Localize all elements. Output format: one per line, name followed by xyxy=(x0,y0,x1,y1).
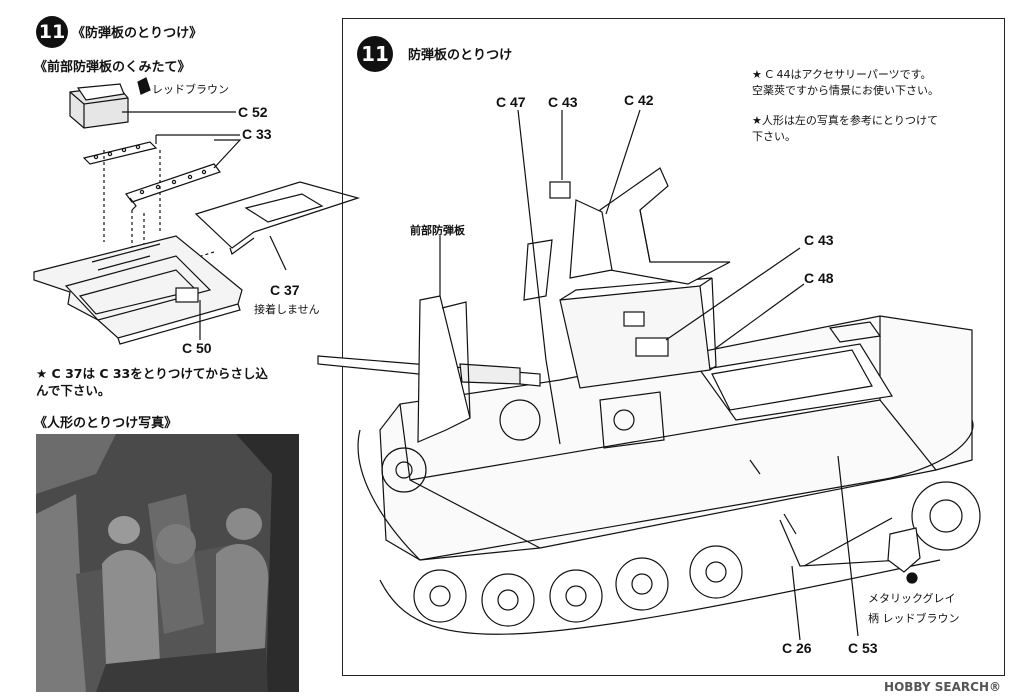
watermark-brand: HOBBY SEARCH xyxy=(884,680,989,694)
figure-photo-title: 《人形のとりつけ写真》 xyxy=(34,416,178,431)
part-label-c52: C 52 xyxy=(238,104,268,120)
part-label-c48: C 48 xyxy=(804,270,834,286)
accessory-note-line1: ★ C 44はアクセサリーパーツです。 xyxy=(752,68,932,81)
part-label-c53: C 53 xyxy=(848,640,878,656)
step-title-left: 《防弾板のとりつけ》 xyxy=(72,26,203,41)
front-armor-plate-label: 前部防弾板 xyxy=(410,224,465,237)
c37-no-glue-note: 接着しません xyxy=(254,303,320,316)
part-label-c26: C 26 xyxy=(782,640,812,656)
part-label-c50: C 50 xyxy=(182,340,212,356)
paint-note-metallic-grey: メタリックグレイ xyxy=(868,592,956,605)
main-assembly-frame xyxy=(342,18,1005,676)
part-label-c33: C 33 xyxy=(242,126,272,142)
step-number-badge-right: 11 xyxy=(357,36,393,72)
hobby-search-watermark: HOBBY SEARCH® xyxy=(884,680,1001,694)
paint-note-handle-red-brown: 柄 レッドブラウン xyxy=(868,612,960,625)
c37-instruction-line2: んで下さい。 xyxy=(36,383,111,398)
part-label-c37: C 37 xyxy=(270,282,300,298)
part-label-c43-top: C 43 xyxy=(548,94,578,110)
c37-instruction-line1: ★ C 37は C 33をとりつけてからさし込 xyxy=(36,366,268,381)
part-label-c43-right: C 43 xyxy=(804,232,834,248)
figure-installation-photo xyxy=(36,434,299,692)
figure-note-line2: 下さい。 xyxy=(752,130,796,143)
figure-note-line1: ★人形は左の写真を参考にとりつけて xyxy=(752,114,938,127)
watermark-symbol: ® xyxy=(989,680,1001,694)
part-label-c42: C 42 xyxy=(624,92,654,108)
step-title-right: 防弾板のとりつけ xyxy=(408,48,513,63)
subassembly-title: 《前部防弾板のくみたて》 xyxy=(34,60,191,75)
step-number-badge-left: 11 xyxy=(36,16,68,48)
part-label-c47: C 47 xyxy=(496,94,526,110)
paint-note-red-brown: レッドブラウン xyxy=(152,83,229,96)
accessory-note-line2: 空薬莢ですから情景にお使い下さい。 xyxy=(752,84,939,97)
